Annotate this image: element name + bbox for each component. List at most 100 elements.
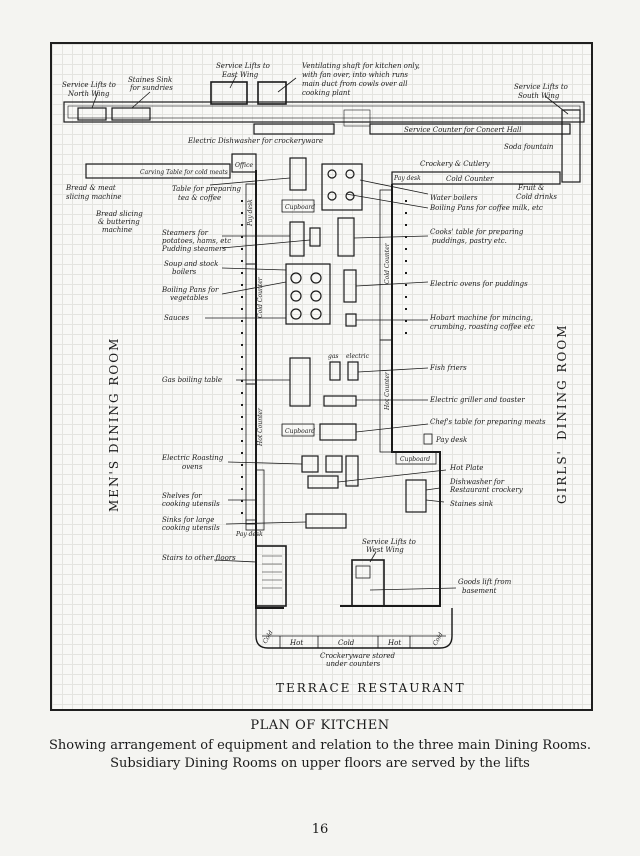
top-corridor-wall xyxy=(63,101,585,123)
roasting-ovens-2 xyxy=(325,455,343,473)
label-cold-counter-side: Cold Counter xyxy=(257,276,264,318)
roasting-ovens-1 xyxy=(301,455,319,473)
label-sinks-2: cooking utensils xyxy=(162,524,220,532)
electric-ovens-puddings xyxy=(343,269,357,303)
label-table-tea-2: tea & coffee xyxy=(178,194,221,202)
label-cold-drinks: Cold drinks xyxy=(516,193,557,201)
label-hot-counter-right: Hot Counter xyxy=(384,371,391,411)
west-wing-lifts xyxy=(351,559,385,607)
kitchen-plan: MEN'S DINING ROOM GIRLS' DINING ROOM TER… xyxy=(62,62,585,695)
large-sinks xyxy=(305,513,347,529)
boiling-pans xyxy=(285,263,331,325)
restaurant-dishwasher xyxy=(405,479,427,513)
label-steamers-1: Steamers for xyxy=(162,229,209,237)
label-soup-stock-2: boilers xyxy=(172,268,197,276)
terrace-restaurant-label: TERRACE RESTAURANT xyxy=(276,681,466,695)
label-soup-stock-1: Soup and stock xyxy=(164,260,218,268)
label-office: Office xyxy=(235,162,253,169)
label-hobart-2: crumbing, roasting coffee etc xyxy=(430,323,535,331)
label-electric: electric xyxy=(346,353,370,360)
hot-counter-right xyxy=(379,339,393,453)
label-cupboard-lower: Cupboard xyxy=(285,428,315,435)
cold-counter-column xyxy=(245,263,257,385)
label-table-tea-1: Table for preparing xyxy=(172,185,241,193)
label-boiling-pans-coffee: Boiling Pans for coffee milk, etc xyxy=(429,204,543,212)
label-sauces: Sauces xyxy=(164,314,190,322)
label-bottom-cold-right: Cold xyxy=(432,631,445,647)
label-bread-meat-2: slicing machine xyxy=(66,193,122,201)
label-dishwasher-restaurant-2: Restaurant crockery xyxy=(449,486,524,494)
label-sinks-1: Sinks for large xyxy=(162,516,214,524)
label-bread-slicing-3: machine xyxy=(102,226,132,234)
label-cold-counter-right: Cold Counter xyxy=(384,242,391,284)
label-gas-boiling-table: Gas boiling table xyxy=(162,376,222,384)
label-water-boilers: Water boilers xyxy=(430,194,478,202)
label-fish-friers: Fish friers xyxy=(429,364,467,372)
service-counter-concert xyxy=(369,123,571,135)
label-bottom-hot-2: Hot xyxy=(387,639,401,647)
label-hobart-1: Hobart machine for mincing, xyxy=(429,314,533,322)
label-service-lifts-west-2: West Wing xyxy=(366,546,404,554)
page-number: 16 xyxy=(311,822,329,837)
label-ventilating-2: with fan over, into which runs xyxy=(302,71,408,79)
terrace-counter xyxy=(255,608,453,649)
pay-desk-lower xyxy=(245,519,257,531)
label-electric-ovens-puddings: Electric ovens for puddings xyxy=(429,280,528,288)
label-cold-counter-top: Cold Counter xyxy=(446,175,494,183)
label-service-lifts-south: Service Lifts to xyxy=(514,83,568,91)
carving-table xyxy=(85,163,231,179)
label-dishwasher-restaurant-1: Dishwasher for xyxy=(449,478,505,486)
label-cupboard-right: Cupboard xyxy=(400,456,430,463)
label-electric-griller: Electric griller and toaster xyxy=(429,396,525,404)
caption-line-1: Showing arrangement of equipment and rel… xyxy=(49,738,591,753)
label-boiling-pans-veg-2: vegetables xyxy=(170,294,209,302)
label-shelves-1: Shelves for xyxy=(162,492,202,500)
mens-dining-room-label: MEN'S DINING ROOM xyxy=(107,337,121,512)
label-steamers-2: potatoes, hams, etc xyxy=(162,237,231,245)
label-service-lifts-west-1: Service Lifts to xyxy=(362,538,416,546)
label-shelves-2: cooking utensils xyxy=(162,500,220,508)
label-goods-lift-1: Goods lift from xyxy=(458,578,512,586)
electric-griller xyxy=(323,395,357,407)
cupboard-upper xyxy=(281,199,315,213)
cupboard-lower xyxy=(281,423,315,437)
label-hot-plate: Hot Plate xyxy=(449,464,483,472)
label-ventilating-1: Ventilating shaft for kitchen only, xyxy=(302,62,420,70)
label-ventilating-4: cooking plant xyxy=(302,89,350,97)
label-service-lifts-south-2: South Wing xyxy=(518,92,560,100)
steamers xyxy=(289,221,305,257)
label-service-lifts-north-2: North Wing xyxy=(67,90,110,98)
label-crockeryware-1: Crockeryware stored xyxy=(320,652,396,660)
label-goods-lift-2: basement xyxy=(462,587,497,595)
shelves xyxy=(255,469,265,531)
pay-desk-right xyxy=(423,433,433,445)
cupboard-right xyxy=(395,451,437,465)
label-hot-counter-left: Hot Counter xyxy=(257,407,264,447)
label-staines-sink-sundries-2: for sundries xyxy=(129,84,173,92)
label-staines-sink-sundries: Staines Sink xyxy=(128,76,172,84)
label-steamers-3: Pudding steamers xyxy=(161,245,226,253)
fish-frier-gas xyxy=(329,361,341,381)
label-gas: gas xyxy=(328,353,339,360)
caption-line-2: Subsidiary Dining Rooms on upper floors … xyxy=(110,756,530,771)
roasting-ovens-3 xyxy=(345,455,359,487)
east-lift-shaft xyxy=(210,81,248,105)
girls-label: GIRLS' xyxy=(555,449,569,504)
label-staines-sink: Staines sink xyxy=(450,500,493,508)
label-pay-desk-top: Pay desk xyxy=(393,175,421,182)
cooks-table xyxy=(337,217,355,257)
label-bread-meat-1: Bread & meat xyxy=(65,184,116,192)
water-boilers xyxy=(321,163,363,211)
label-bread-slicing-2: & buttering xyxy=(98,218,140,226)
label-electric-dishwasher: Electric Dishwasher for crockeryware xyxy=(187,137,323,145)
label-cupboard-upper: Cupboard xyxy=(285,204,315,211)
hobart-machine xyxy=(345,313,357,327)
label-stairs: Stairs to other floors xyxy=(162,554,236,562)
fish-frier-electric xyxy=(347,361,359,381)
label-bottom-cold-mid: Cold xyxy=(338,639,355,647)
girls-dining-room-label: DINING ROOM xyxy=(555,324,569,441)
label-pay-desk-right: Pay desk xyxy=(435,436,467,444)
label-service-counter-concert: Service Counter for Concert Hall xyxy=(404,126,522,134)
dishwasher-rack xyxy=(343,109,371,127)
label-electric-roasting-2: ovens xyxy=(182,463,203,471)
